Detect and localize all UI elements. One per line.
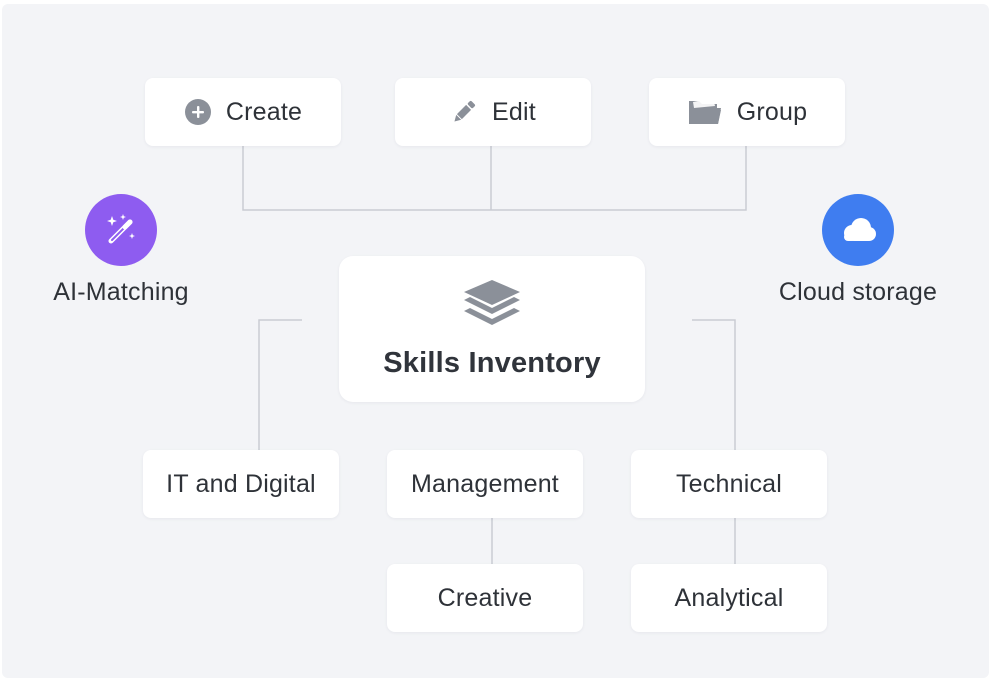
cloud-storage-label: Cloud storage (778, 278, 938, 306)
layers-icon (462, 278, 522, 333)
category-technical[interactable]: Technical (631, 450, 827, 518)
ai-matching-feature: AI-Matching (44, 194, 198, 307)
create-label: Create (225, 97, 303, 126)
cloud-storage-feature: Cloud storage (768, 194, 948, 307)
pencil-icon (450, 98, 478, 126)
edit-card[interactable]: Edit (395, 78, 591, 146)
diagram-canvas: Create Edit Group (2, 4, 989, 678)
category-label: Analytical (674, 583, 784, 612)
category-label: Technical (675, 469, 783, 498)
ai-matching-label: AI-Matching (53, 278, 189, 306)
category-label: Management (411, 469, 559, 498)
group-card[interactable]: Group (649, 78, 845, 146)
skills-inventory-card[interactable]: Skills Inventory (339, 256, 645, 402)
magic-wand-icon (85, 194, 157, 266)
category-analytical[interactable]: Analytical (631, 564, 827, 632)
create-card[interactable]: Create (145, 78, 341, 146)
category-it-and-digital[interactable]: IT and Digital (143, 450, 339, 518)
category-label: Creative (437, 583, 533, 612)
connector-lines (242, 146, 747, 564)
folder-open-icon (687, 98, 723, 126)
cloud-icon (822, 194, 894, 266)
plus-circle-icon (184, 98, 212, 126)
category-label: IT and Digital (166, 469, 316, 498)
group-label: Group (736, 97, 808, 126)
edit-label: Edit (492, 97, 536, 126)
category-management[interactable]: Management (387, 450, 583, 518)
skills-inventory-title: Skills Inventory (383, 347, 601, 379)
category-creative[interactable]: Creative (387, 564, 583, 632)
